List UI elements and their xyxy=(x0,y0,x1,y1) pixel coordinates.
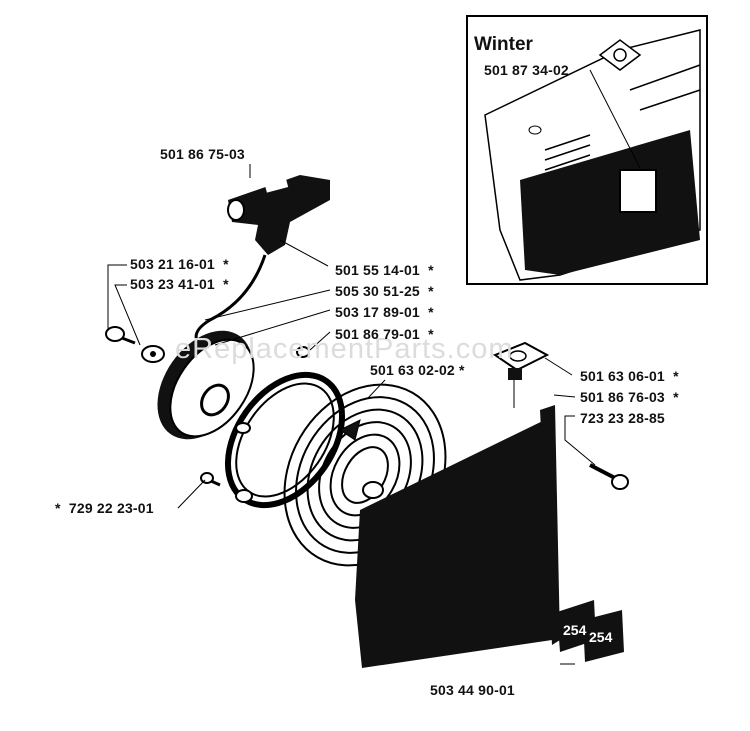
inset-part-label: 501 87 34-02 xyxy=(484,62,569,78)
leader-lines xyxy=(107,164,596,665)
starter-cover xyxy=(355,405,560,668)
part-label-p8: 501 63 06-01 * xyxy=(580,368,679,384)
decal-2: 254 xyxy=(589,629,613,645)
part-label-p9: 501 86 76-03 * xyxy=(580,389,679,405)
rope-pulley xyxy=(157,330,255,440)
part-label-p10: 723 23 28-85 xyxy=(580,410,665,426)
part-label-p3: 501 55 14-01 * xyxy=(335,262,434,278)
spring-housing xyxy=(224,346,346,509)
winter-inset xyxy=(466,15,708,285)
watermark: eReplacementParts.com xyxy=(175,333,514,365)
part-label-p4: 505 30 51-25 * xyxy=(335,283,434,299)
part-label-p2: 503 23 41-01 * xyxy=(130,276,229,292)
part-label-handle: 501 86 75-03 xyxy=(160,146,245,162)
model-decals: 254 254 xyxy=(557,600,624,662)
part-label-p12: 503 44 90-01 xyxy=(430,682,515,696)
grommet xyxy=(492,341,550,408)
part-label-p5: 503 17 89-01 * xyxy=(335,304,434,320)
cover-screw xyxy=(589,463,629,490)
part-label-p7: 501 63 02-02 * xyxy=(370,362,465,378)
small-screw xyxy=(200,472,221,487)
bolt-washer xyxy=(105,326,165,363)
decal-1: 254 xyxy=(563,622,587,638)
part-label-p11: * 729 22 23-01 xyxy=(55,500,154,516)
inset-title: Winter xyxy=(474,34,533,55)
part-label-p1: 503 21 16-01 * xyxy=(130,256,229,272)
starter-handle xyxy=(227,175,330,255)
part-label-p6: 501 86 79-01 * xyxy=(335,326,434,342)
